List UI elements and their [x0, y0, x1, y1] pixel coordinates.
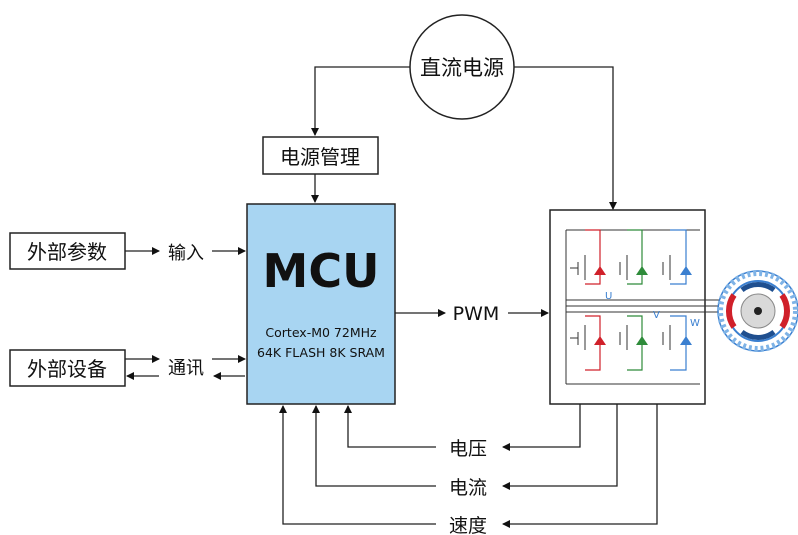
inverter-bridge: U V W	[549, 209, 706, 405]
phase-u-label: U	[605, 291, 612, 302]
phase-u-leg	[570, 229, 606, 371]
feedback-voltage-label: 电压	[449, 438, 487, 460]
mcu-spec-memory: 64K FLASH 8K SRAM	[257, 345, 385, 360]
dc-power-source-label: 直流电源	[420, 56, 504, 80]
motor-icon	[717, 270, 798, 352]
external-device-box: 外部设备	[9, 349, 126, 387]
power-management-box: 电源管理	[262, 136, 379, 175]
feedback-speed-label: 速度	[449, 515, 487, 535]
input-label: 输入	[168, 243, 204, 264]
feedback-current-label: 电流	[449, 477, 487, 499]
comm-label: 通讯	[168, 358, 204, 379]
phase-v-label: V	[653, 310, 660, 321]
external-device-label: 外部设备	[27, 357, 107, 381]
comm-connector	[125, 355, 246, 380]
phase-w-leg	[662, 229, 692, 371]
mcu-spec-cpu: Cortex-M0 72MHz	[265, 325, 377, 340]
phase-w-label: W	[690, 318, 700, 329]
mcu-title: MCU	[263, 244, 380, 298]
dc-power-source: 直流电源	[409, 14, 515, 120]
phase-v-leg	[619, 229, 648, 371]
power-management-label: 电源管理	[280, 145, 360, 169]
mcu-block: MCU Cortex-M0 72MHz 64K FLASH 8K SRAM	[246, 203, 396, 405]
external-params-label: 外部参数	[27, 240, 107, 264]
pwm-label: PWM	[453, 303, 500, 325]
external-params-box: 外部参数	[9, 232, 126, 270]
power-connectors	[311, 66, 617, 210]
feedback-connectors	[279, 404, 658, 528]
